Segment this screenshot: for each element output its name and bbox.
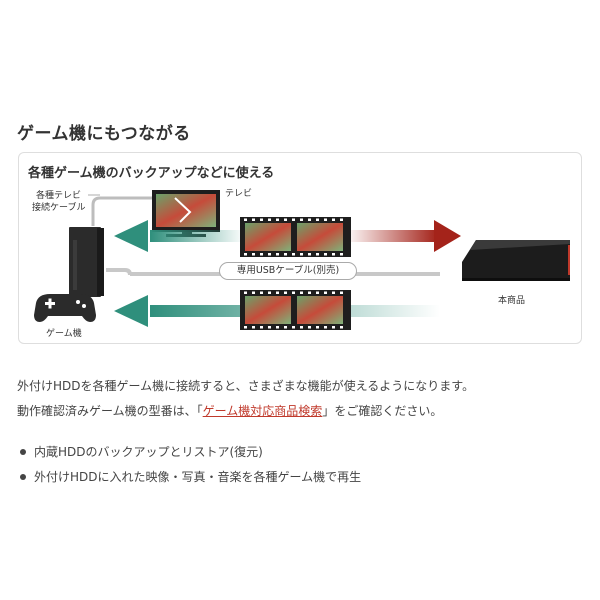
hdd-label: 本商品 <box>498 296 526 306</box>
description-line-2: 動作確認済みゲーム機の型番は、「ゲーム機対応商品検索」をご確認ください。 <box>17 402 442 419</box>
film-strip-lower <box>240 290 351 330</box>
feature-bullet-2: 外付けHDDに入れた映像・写真・音楽を各種ゲーム機で再生 <box>20 468 361 485</box>
console-label: ゲーム機 <box>46 329 82 339</box>
feature-text-1: 内蔵HDDのバックアップとリストア(復元) <box>34 445 263 459</box>
tv-cable <box>91 196 152 226</box>
description-line-2-before: 動作確認済みゲーム機の型番は、「 <box>17 404 203 418</box>
bullet-dot-icon <box>20 448 26 455</box>
feature-bullet-1: 内蔵HDDのバックアップとリストア(復元) <box>20 443 263 460</box>
description-line-1: 外付けHDDを各種ゲーム機に接続すると、さまざまな機能が使えるようになります。 <box>17 379 475 393</box>
compatibility-search-link[interactable]: ゲーム機対応商品検索 <box>202 404 323 418</box>
usb-cable-label: 専用USBケーブル(別売) <box>219 262 357 280</box>
usb-cable <box>106 268 440 276</box>
hdd-icon <box>462 240 570 281</box>
arrow-green-upper <box>114 220 245 252</box>
tv-cable-label-2: 接続ケーブル <box>32 203 86 213</box>
section-heading: ゲーム機にもつながる <box>17 124 191 144</box>
bullet-dot-icon <box>20 473 26 480</box>
gamepad-icon <box>34 294 96 322</box>
tv-icon <box>152 190 220 237</box>
feature-text-2: 外付けHDDに入れた映像・写真・音楽を各種ゲーム機で再生 <box>34 470 362 484</box>
tv-label: テレビ <box>225 189 253 199</box>
diagram-title: 各種ゲーム機のバックアップなどに使える <box>28 166 275 181</box>
description-line-2-after: 」をご確認ください。 <box>322 404 443 418</box>
tv-cable-label-1: 各種テレビ <box>36 191 82 201</box>
arrow-red <box>345 220 461 252</box>
film-strip-upper <box>240 217 351 257</box>
console-icon <box>69 227 104 297</box>
